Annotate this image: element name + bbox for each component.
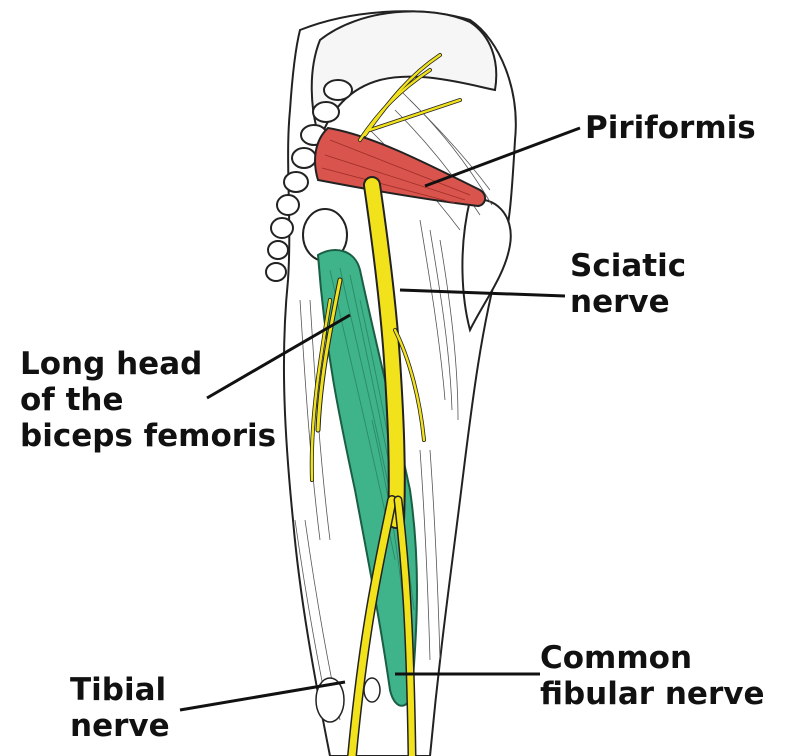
tibial-leader <box>179 680 346 712</box>
piriformis-muscle <box>314 126 486 208</box>
label-common-fibular-line-1: Common <box>540 640 693 676</box>
gluteal-nerve-branches-fill <box>358 53 462 142</box>
greater-trochanter <box>461 198 512 333</box>
label-tibial-line-2: nerve <box>70 708 170 744</box>
label-biceps-line-1: Long head <box>20 346 203 382</box>
label-sciatic-nerve: Sciatic nerve <box>570 248 686 320</box>
label-sciatic-line-2: nerve <box>570 284 670 320</box>
label-common-fibular-line-2: fibular nerve <box>540 676 765 712</box>
label-sciatic-line-1: Sciatic <box>570 248 687 284</box>
common-fibular-nerve <box>393 495 417 756</box>
label-piriformis: Piriformis <box>585 110 756 146</box>
label-biceps-line-2: of the <box>20 382 124 418</box>
popliteal-structures <box>315 677 381 723</box>
tibial-nerve <box>347 495 397 756</box>
label-biceps-femoris: Long head of the biceps femoris <box>20 346 276 454</box>
piriformis-fibers <box>321 139 471 204</box>
label-common-fibular-nerve: Common fibular nerve <box>540 640 764 712</box>
label-tibial-nerve: Tibial nerve <box>70 672 170 744</box>
piriformis-leader <box>424 126 581 188</box>
label-tibial-line-1: Tibial <box>70 672 167 708</box>
label-piriformis-line-1: Piriformis <box>585 110 756 146</box>
sciatic-nerve <box>363 176 406 529</box>
sciatic-leader <box>399 288 566 298</box>
biceps-leader <box>206 313 351 400</box>
label-biceps-line-3: biceps femoris <box>20 418 277 454</box>
thigh-nerve-branches <box>309 277 426 482</box>
leader-lines <box>179 126 581 712</box>
